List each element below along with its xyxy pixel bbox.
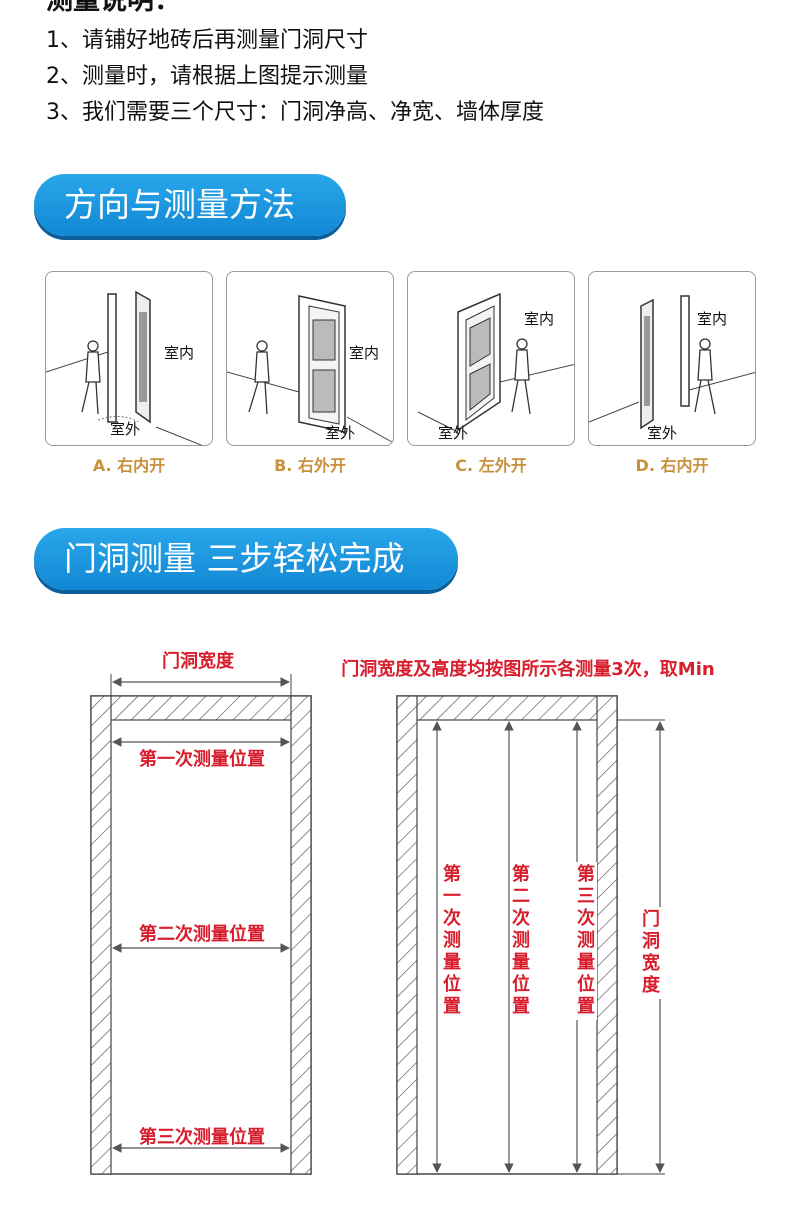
left-door-frame bbox=[90, 695, 312, 1175]
outdoor-label: 室外 bbox=[438, 424, 469, 442]
left-top-width-label: 门洞宽度 bbox=[162, 650, 235, 672]
left-measure-1: 第一次测量位置 bbox=[139, 748, 265, 770]
outdoor-label: 室外 bbox=[110, 420, 141, 438]
svg-text:第三次测量位置: 第三次测量位置 bbox=[577, 863, 595, 1017]
left-measure-2: 第二次测量位置 bbox=[139, 923, 265, 945]
outdoor-label: 室外 bbox=[325, 424, 356, 442]
svg-text:第一次测量位置: 第一次测量位置 bbox=[443, 863, 461, 1017]
section-title-direction: 方向与测量方法 bbox=[34, 174, 346, 236]
section-title-measure: 门洞测量 三步轻松完成 bbox=[34, 528, 458, 590]
indoor-label: 室内 bbox=[697, 310, 728, 328]
door-card-d-label: D. 右内开 bbox=[635, 456, 709, 475]
measurement-diagram: 门洞宽度 第一次测量位置 第二次测量位置 第三次测量位置 门洞宽度及高度均按图所… bbox=[90, 650, 715, 1175]
outdoor-label: 室外 bbox=[647, 424, 678, 442]
svg-text:第二次测量位置: 第二次测量位置 bbox=[512, 863, 530, 1017]
door-card-c-label: C. 左外开 bbox=[455, 456, 527, 475]
indoor-label: 室内 bbox=[524, 310, 555, 328]
door-card-a-label: A. 右内开 bbox=[92, 456, 166, 475]
instructions-heading: 测量说明： bbox=[46, 0, 181, 16]
indoor-label: 室内 bbox=[164, 344, 195, 362]
right-width-label: 门洞宽度 bbox=[640, 907, 662, 999]
left-measure-3: 第三次测量位置 bbox=[139, 1126, 265, 1148]
measurement-note: 门洞宽度及高度均按图所示各测量3次，取Min bbox=[341, 658, 714, 680]
door-card-d: 室内 室外 bbox=[588, 271, 756, 446]
right-measure-1: 第一次测量位置 bbox=[441, 862, 463, 1020]
right-door-frame bbox=[396, 695, 618, 1175]
door-card-b-label: B. 右外开 bbox=[274, 456, 346, 475]
right-measure-2: 第二次测量位置 bbox=[510, 862, 532, 1020]
indoor-label: 室内 bbox=[349, 344, 380, 362]
door-card-b: 室内 室外 bbox=[226, 271, 394, 446]
instruction-item-2: 2、测量时，请根据上图提示测量 bbox=[46, 64, 368, 89]
svg-text:门洞宽度: 门洞宽度 bbox=[642, 908, 661, 996]
door-card-a: 室内 室外 bbox=[45, 271, 213, 446]
instruction-item-1: 1、请铺好地砖后再测量门洞尺寸 bbox=[46, 28, 368, 53]
right-measure-3: 第三次测量位置 bbox=[575, 862, 597, 1020]
door-card-c: 室内 室外 bbox=[407, 271, 575, 446]
instruction-item-3: 3、我们需要三个尺寸：门洞净高、净宽、墙体厚度 bbox=[46, 100, 544, 125]
